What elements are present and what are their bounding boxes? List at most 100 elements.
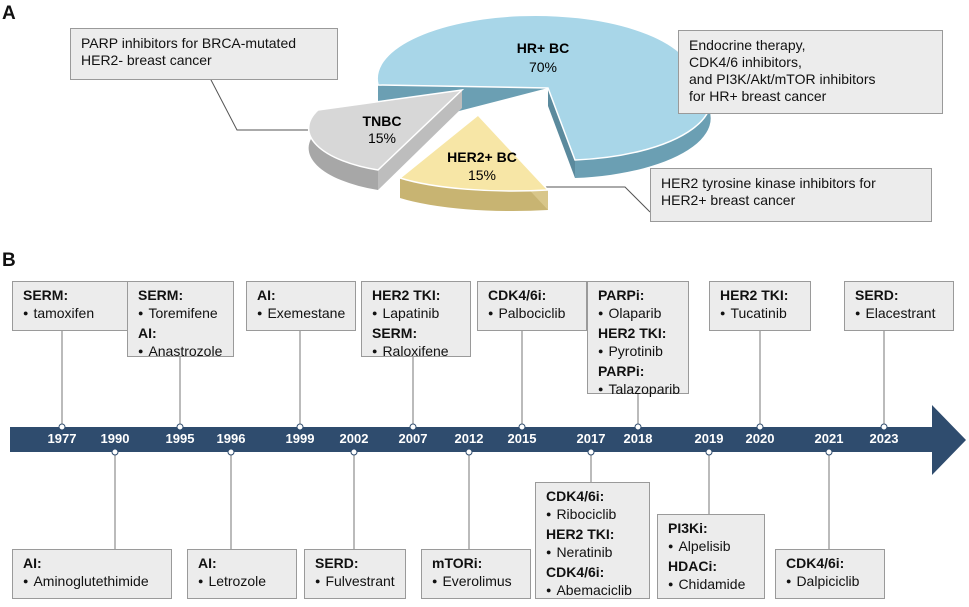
connector-dot-2020 bbox=[756, 423, 764, 431]
drug-name: Tucatinib bbox=[720, 304, 804, 324]
drug-name: Ribociclib bbox=[546, 505, 643, 525]
year-label-1995: 1995 bbox=[165, 431, 195, 446]
drug-name: Exemestane bbox=[257, 304, 349, 324]
drug-name: Abemaciclib bbox=[546, 581, 643, 601]
year-label-2018: 2018 bbox=[623, 431, 653, 446]
pie-percent-her2: 15% bbox=[468, 167, 496, 183]
drug-class-label: SERM: bbox=[23, 287, 69, 303]
callout-endocrine: Endocrine therapy, CDK4/6 inhibitors, an… bbox=[678, 30, 943, 114]
panel-b-label: B bbox=[2, 250, 16, 271]
drug-class-label: AI: bbox=[257, 287, 276, 303]
drug-class-label: SERD: bbox=[315, 555, 359, 571]
drug-name: Fulvestrant bbox=[315, 572, 399, 592]
milestone-box-1999: AI:Exemestane bbox=[246, 281, 356, 331]
connector-dot-2007 bbox=[409, 423, 417, 431]
drug-class-label: CDK4/6i: bbox=[546, 488, 605, 504]
panel-a-label: A bbox=[2, 3, 16, 24]
drug-class-label: PARPi: bbox=[598, 287, 645, 303]
drug-class-label: PI3Ki: bbox=[668, 520, 708, 536]
connector-dot-2018 bbox=[634, 423, 642, 431]
timeline-arrow bbox=[10, 405, 966, 475]
connector-dot-1995 bbox=[176, 423, 184, 431]
milestone-box-2020: HER2 TKI:Tucatinib bbox=[709, 281, 811, 331]
milestone-box-2012: mTORi:Everolimus bbox=[421, 549, 531, 599]
connector-dot-1999 bbox=[296, 423, 304, 431]
milestone-box-2021: CDK4/6i:Dalpiciclib bbox=[775, 549, 885, 599]
drug-class-label: HDACi: bbox=[668, 558, 717, 574]
connector-dot-1990 bbox=[111, 448, 119, 456]
connector-dot-2017 bbox=[587, 448, 595, 456]
connector-dot-1996 bbox=[227, 448, 235, 456]
drug-name: Chidamide bbox=[668, 575, 758, 595]
drug-class-label: mTORi: bbox=[432, 555, 483, 571]
year-label-2007: 2007 bbox=[398, 431, 428, 446]
connector-dot-2021 bbox=[825, 448, 833, 456]
year-label-2012: 2012 bbox=[454, 431, 484, 446]
timeline-connectors bbox=[58, 331, 888, 549]
drug-name: Palbociclib bbox=[488, 304, 580, 324]
drug-name: Talazoparib bbox=[598, 380, 682, 400]
milestone-box-1996: AI:Letrozole bbox=[187, 549, 297, 599]
pie-percent-tnbc: 15% bbox=[368, 130, 396, 146]
drug-name: Lapatinib bbox=[372, 304, 464, 324]
year-label-2019: 2019 bbox=[694, 431, 724, 446]
year-label-2021: 2021 bbox=[814, 431, 844, 446]
drug-name: tamoxifen bbox=[23, 304, 125, 324]
pie-slice-her2 bbox=[398, 113, 550, 212]
year-label-2015: 2015 bbox=[507, 431, 537, 446]
connector-dot-2002 bbox=[350, 448, 358, 456]
year-label-1999: 1999 bbox=[285, 431, 315, 446]
drug-name: Toremifene bbox=[138, 304, 227, 324]
connector-dot-2019 bbox=[705, 448, 713, 456]
drug-name: Raloxifene bbox=[372, 342, 464, 362]
pie-label-her2: HER2+ BC bbox=[447, 149, 517, 165]
pie-label-tnbc: TNBC bbox=[363, 113, 402, 129]
drug-class-label: PARPi: bbox=[598, 363, 645, 379]
milestone-box-2002: SERD:Fulvestrant bbox=[304, 549, 406, 599]
drug-class-label: AI: bbox=[23, 555, 42, 571]
pie-slice-tnbc bbox=[307, 88, 465, 190]
pie-percent-hr: 70% bbox=[529, 59, 557, 75]
drug-class-label: CDK4/6i: bbox=[546, 564, 605, 580]
drug-name: Everolimus bbox=[432, 572, 524, 592]
connector-dot-1977 bbox=[58, 423, 66, 431]
milestone-box-2015: CDK4/6i:Palbociclib bbox=[477, 281, 587, 331]
drug-class-label: AI: bbox=[138, 325, 157, 341]
drug-name: Neratinib bbox=[546, 543, 643, 563]
drug-name: Olaparib bbox=[598, 304, 682, 324]
drug-class-label: CDK4/6i: bbox=[488, 287, 547, 303]
drug-name: Anastrozole bbox=[138, 342, 227, 362]
callout-her2-tki: HER2 tyrosine kinase inhibitors for HER2… bbox=[650, 168, 932, 222]
drug-class-label: SERD: bbox=[855, 287, 899, 303]
connector-dot-2023 bbox=[880, 423, 888, 431]
year-label-2002: 2002 bbox=[339, 431, 369, 446]
milestone-box-2023: SERD:Elacestrant bbox=[844, 281, 954, 331]
drug-name: Alpelisib bbox=[668, 537, 758, 557]
drug-name: Aminoglutethimide bbox=[23, 572, 165, 592]
callout-parp: PARP inhibitors for BRCA-mutated HER2- b… bbox=[70, 28, 338, 80]
drug-class-label: SERM: bbox=[372, 325, 418, 341]
drug-class-label: HER2 TKI: bbox=[372, 287, 441, 303]
drug-class-label: CDK4/6i: bbox=[786, 555, 845, 571]
connector-dot-2015 bbox=[518, 423, 526, 431]
year-label-2017: 2017 bbox=[576, 431, 606, 446]
drug-class-label: HER2 TKI: bbox=[720, 287, 789, 303]
drug-class-label: AI: bbox=[198, 555, 217, 571]
milestone-box-1990: AI:Aminoglutethimide bbox=[12, 549, 172, 599]
connector-dot-2012 bbox=[465, 448, 473, 456]
drug-class-label: HER2 TKI: bbox=[546, 526, 615, 542]
drug-name: Elacestrant bbox=[855, 304, 947, 324]
year-label-2023: 2023 bbox=[869, 431, 899, 446]
pie-label-hr: HR+ BC bbox=[517, 40, 570, 56]
year-label-1977: 1977 bbox=[47, 431, 77, 446]
year-label-1990: 1990 bbox=[100, 431, 130, 446]
milestone-box-1977: SERM:tamoxifen bbox=[12, 281, 132, 331]
drug-name: Pyrotinib bbox=[598, 342, 682, 362]
drug-name: Letrozole bbox=[198, 572, 290, 592]
drug-class-label: SERM: bbox=[138, 287, 184, 303]
